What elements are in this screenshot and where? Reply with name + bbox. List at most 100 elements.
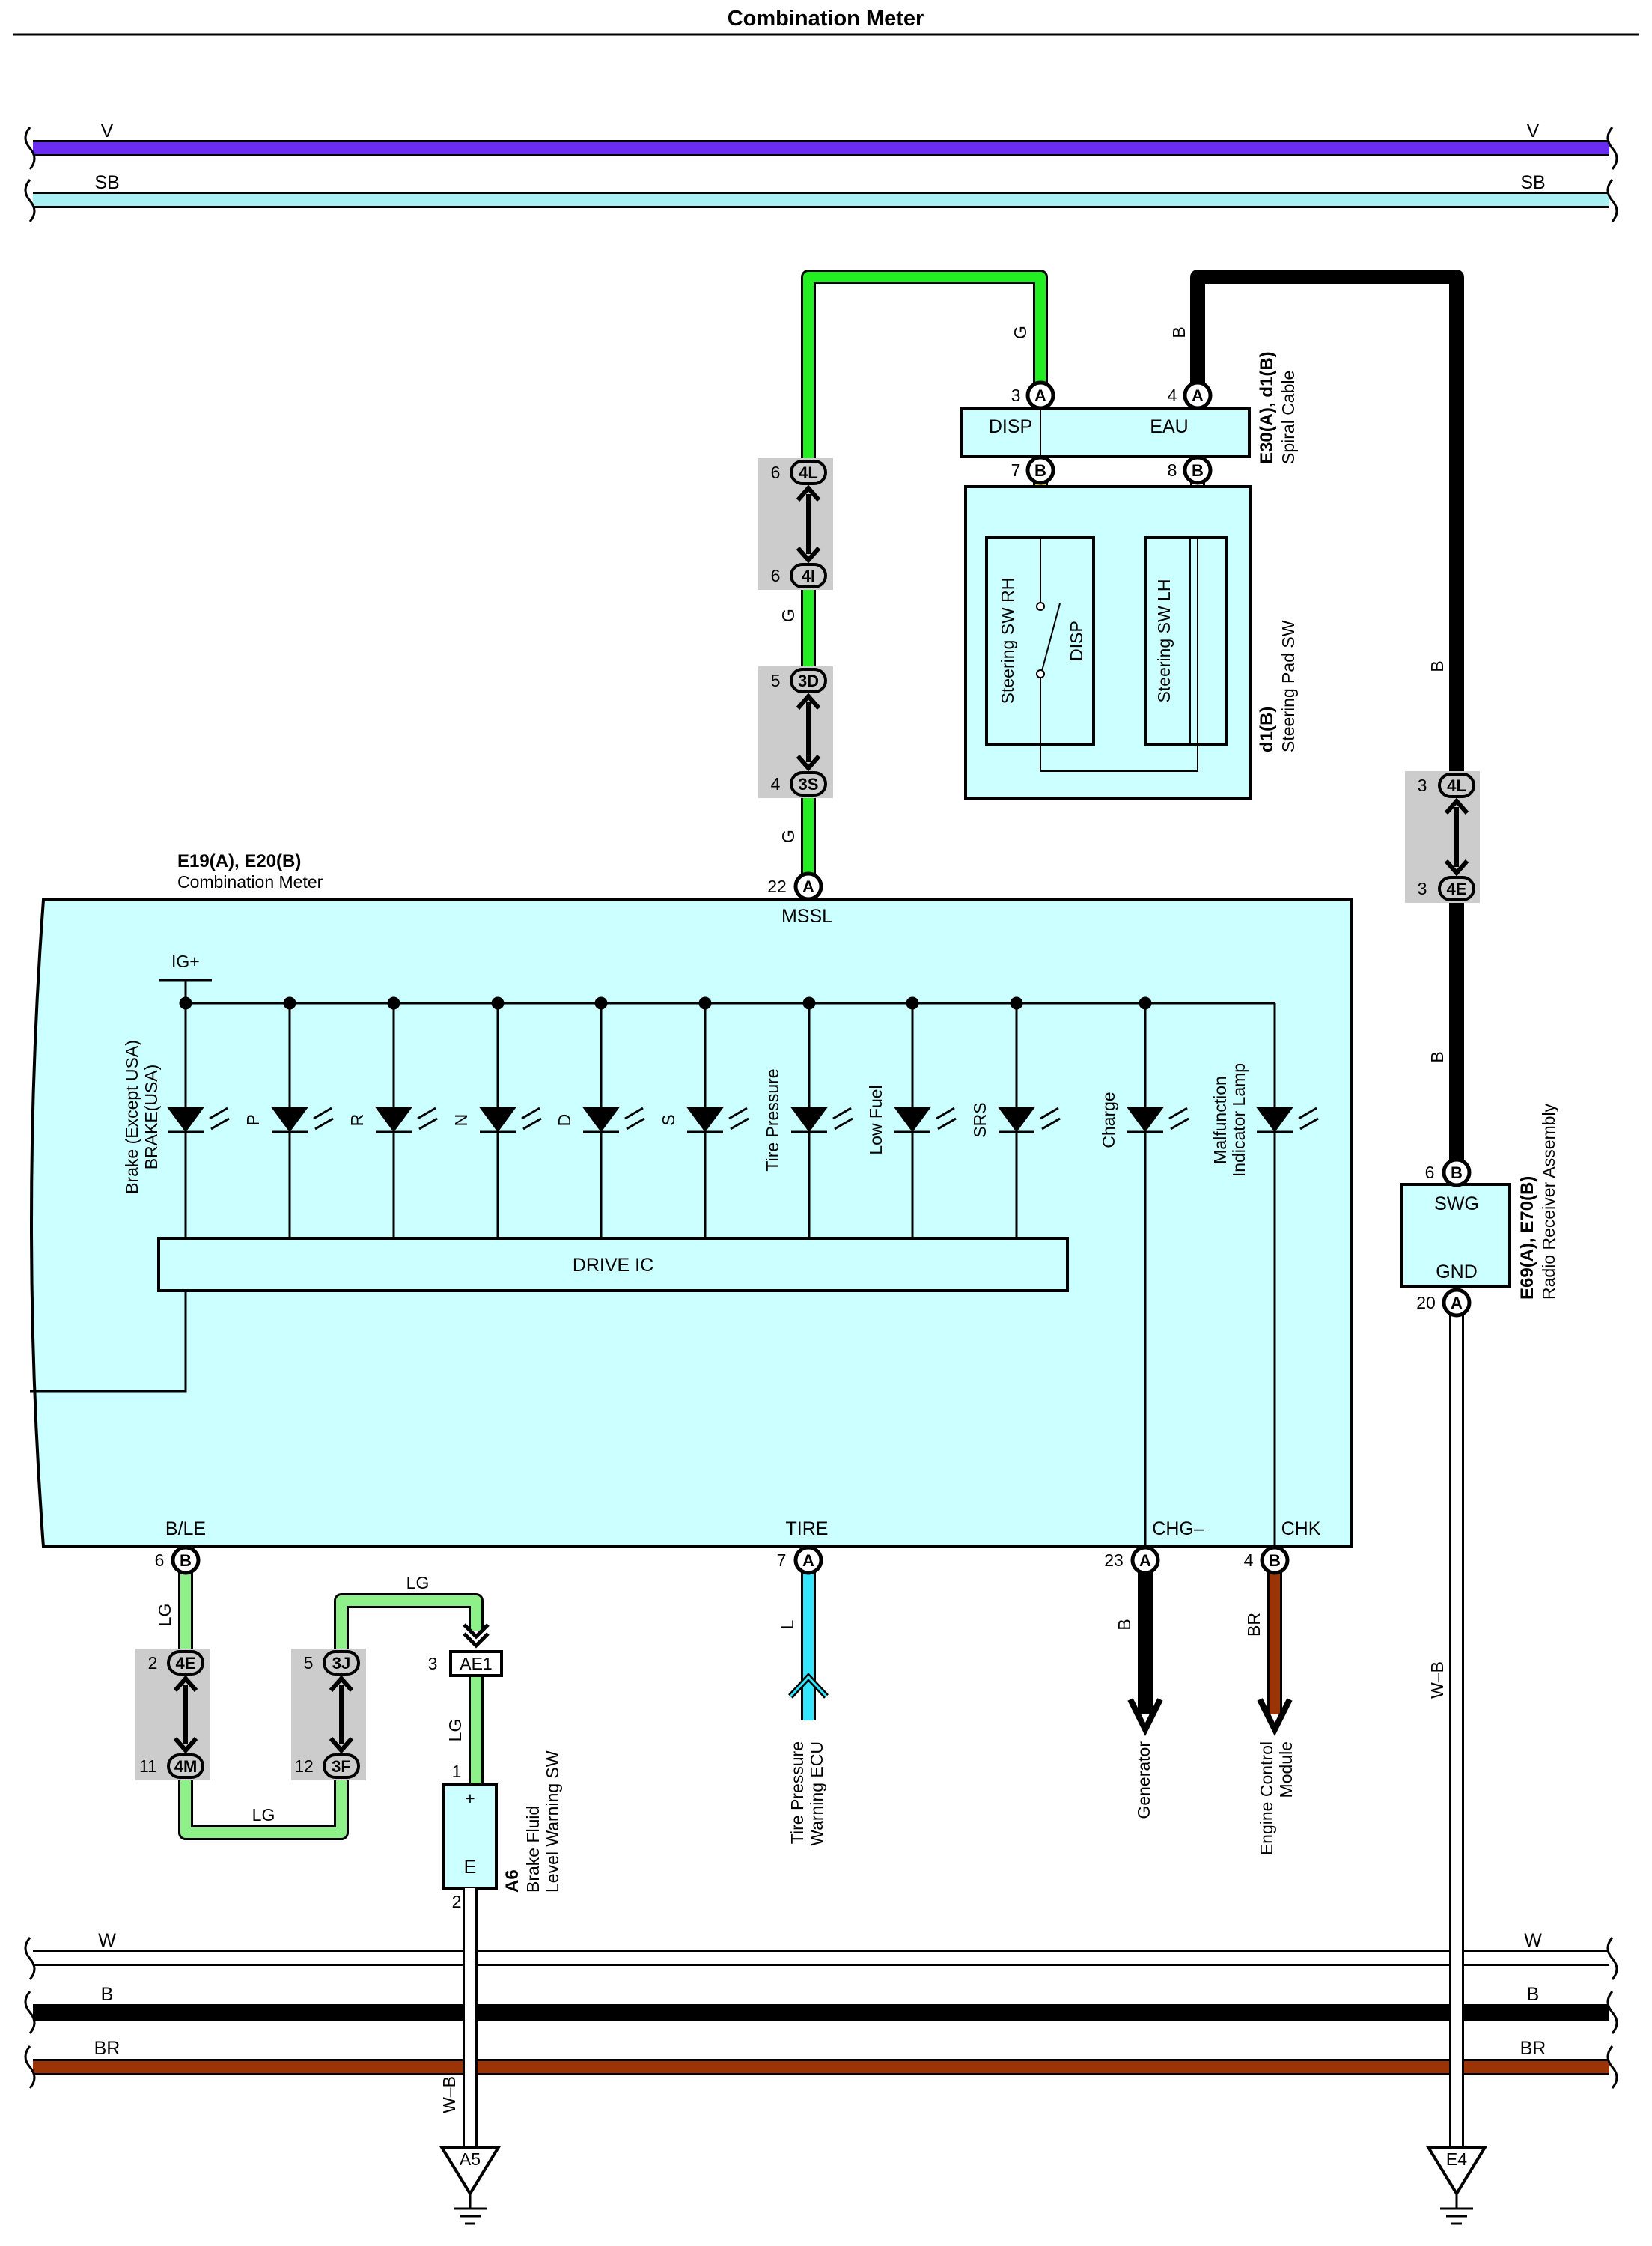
svg-text:6: 6: [771, 463, 781, 482]
bus-b: B B: [33, 1984, 1609, 2021]
svg-text:A: A: [1139, 1551, 1151, 1570]
wire-l-code: L: [778, 1619, 797, 1629]
spiral-terminal-eau: EAU: [1150, 416, 1188, 437]
svg-text:4E: 4E: [176, 1654, 196, 1673]
connector-4E-lower: 4E 2: [148, 1650, 204, 1676]
radio-name: Radio Receiver Assembly: [1539, 1103, 1558, 1300]
svg-text:23: 23: [1104, 1550, 1124, 1570]
ground-a5: A5: [439, 2146, 502, 2225]
brake-fluid-switch: [442, 1783, 498, 1890]
pin-ble: B 6: [155, 1545, 201, 1575]
connector-3D: 3D 5: [771, 668, 827, 693]
brake-fluid-code: A6: [502, 1869, 522, 1893]
terminal-chg: CHG–: [1152, 1518, 1204, 1539]
pin-chk: B 4: [1244, 1545, 1290, 1575]
page-title: Combination Meter: [728, 7, 924, 31]
svg-text:A: A: [1034, 386, 1046, 405]
disp-switch-symbol: [1036, 538, 1198, 772]
brake-fluid-plus: +: [465, 1789, 475, 1808]
svg-text:AE1: AE1: [460, 1654, 492, 1673]
lamp-label-low-fuel: Low Fuel: [866, 1085, 886, 1154]
bus-br-label-right: BR: [1520, 2038, 1546, 2059]
pin-radio-gnd: A 20: [1416, 1288, 1472, 1318]
spiral-terminal-disp: DISP: [989, 416, 1032, 437]
svg-text:3S: 3S: [799, 775, 819, 794]
pin-spiral-7: B 7: [1011, 455, 1055, 485]
dest-ecm-1: Engine Control: [1257, 1741, 1276, 1855]
svg-text:4L: 4L: [799, 463, 818, 482]
spiral-cable-body: [960, 407, 1251, 458]
drive-ic-label: DRIVE IC: [573, 1255, 653, 1276]
svg-text:5: 5: [304, 1653, 314, 1673]
terminal-chk: CHK: [1281, 1518, 1321, 1539]
svg-text:3F: 3F: [332, 1757, 351, 1776]
wire-br-code: BR: [1244, 1613, 1264, 1637]
steering-sw-rh-label: Steering SW RH: [998, 578, 1017, 704]
bus-br: BR BR: [33, 2038, 1609, 2075]
svg-text:B: B: [1192, 461, 1204, 480]
junction-arrows-b: [1444, 797, 1469, 877]
connector-4L-right: 4L 3: [1418, 773, 1475, 798]
dest-ecm-2: Module: [1276, 1741, 1296, 1798]
svg-text:3: 3: [1418, 879, 1427, 898]
svg-text:A: A: [802, 877, 814, 896]
pin-tire: A 7: [777, 1545, 823, 1575]
radio-receiver-body: [1400, 1183, 1511, 1288]
connector-3F: 3F 12: [294, 1753, 360, 1779]
svg-text:A: A: [1451, 1294, 1463, 1312]
svg-text:4E: 4E: [1447, 880, 1467, 898]
steering-pad-name: Steering Pad SW: [1278, 620, 1298, 752]
svg-text:4: 4: [1168, 386, 1177, 405]
bus-v: V V: [33, 121, 1609, 156]
svg-text:6: 6: [771, 566, 781, 585]
wire-b-code-gen: B: [1115, 1619, 1134, 1630]
terminal-ble: B/LE: [165, 1518, 206, 1539]
bus-v-label-left: V: [101, 121, 114, 141]
connector-4E-right: 4E 3: [1418, 876, 1475, 901]
svg-text:3J: 3J: [332, 1654, 350, 1673]
brake-fluid-name-1: Brake Fluid: [523, 1806, 543, 1893]
svg-text:A: A: [1192, 386, 1204, 405]
brake-fluid-e: E: [464, 1857, 477, 1878]
wire-lg-code-2: LG: [252, 1805, 275, 1825]
radio-code: E69(A), E70(B): [1517, 1176, 1537, 1300]
bus-break-marks-top: [24, 127, 1618, 222]
svg-text:E4: E4: [1446, 2149, 1467, 2169]
svg-text:7: 7: [1011, 460, 1021, 480]
lamp-label-brake-except-usa: Brake (Except USA): [122, 1040, 141, 1194]
dest-tpms-1: Tire Pressure: [787, 1741, 807, 1844]
wire-lg-code-3: LG: [406, 1573, 430, 1592]
svg-text:4: 4: [771, 774, 781, 794]
svg-text:12: 12: [294, 1756, 314, 1776]
bus-sb: SB SB: [33, 172, 1609, 208]
svg-text:6: 6: [1425, 1163, 1435, 1182]
svg-text:B: B: [1269, 1551, 1281, 1570]
connector-3S: 3S 4: [771, 771, 827, 797]
junction-arrows-g: [796, 484, 821, 772]
bus-w-label-left: W: [98, 1930, 116, 1951]
bus-sb-label-left: SB: [94, 172, 119, 193]
connector-4L: 4L 6: [771, 460, 827, 485]
wire-b-code-1: B: [1169, 326, 1189, 338]
wire-wb-code-right: W–B: [1427, 1661, 1447, 1699]
bus-b-label-right: B: [1527, 1984, 1540, 2005]
svg-text:3D: 3D: [798, 672, 819, 690]
bus-br-label-left: BR: [94, 2038, 121, 2059]
svg-text:B: B: [1451, 1163, 1463, 1182]
bus-break-marks-bottom: [24, 1937, 1618, 2089]
ig-plus-label: IG+: [171, 952, 200, 971]
pin-mssl: A 22: [767, 871, 823, 901]
junction-arrows-lg: [173, 1675, 354, 1754]
svg-text:B: B: [1034, 461, 1046, 480]
drive-ic: [157, 1237, 1069, 1292]
wire-g-code-3: G: [778, 830, 798, 843]
wire-b-generator: [1127, 1562, 1163, 1736]
svg-text:A5: A5: [460, 2149, 481, 2169]
steering-sw-lh: [1144, 536, 1228, 746]
svg-text:4: 4: [1244, 1550, 1254, 1570]
connector-4M: 4M 11: [139, 1753, 204, 1779]
radio-terminal-swg: SWG: [1434, 1193, 1479, 1214]
combination-meter-code: E19(A), E20(B): [177, 851, 301, 871]
svg-text:6: 6: [155, 1550, 165, 1570]
